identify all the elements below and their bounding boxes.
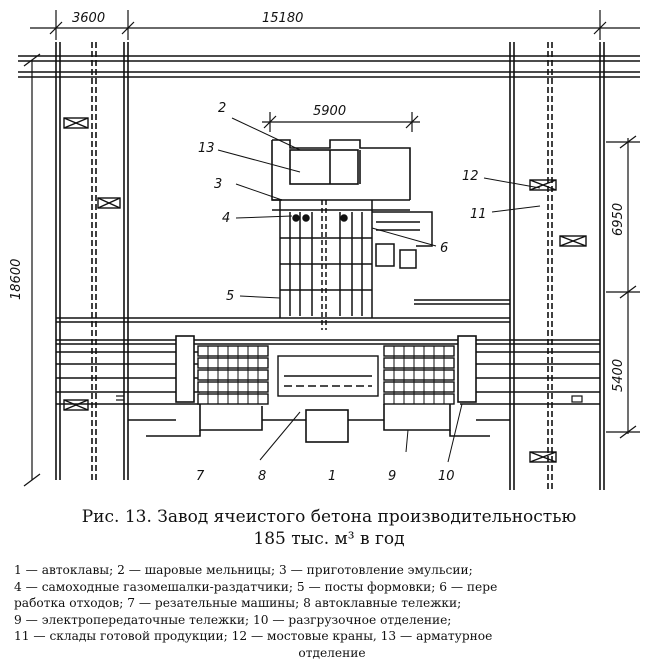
- inner-dimension-line: [262, 112, 420, 132]
- callout-9: 9: [388, 469, 396, 484]
- top-dimension-line: [30, 10, 640, 40]
- callout-11: 11: [470, 207, 487, 222]
- legend-line-5: 11 — склады готовой продукции; 12 — мост…: [14, 629, 493, 643]
- right-bay-crane-markers: [529, 179, 587, 463]
- callout-10: 10: [438, 469, 455, 484]
- autoclave-rings-left: [207, 346, 259, 404]
- legend-line-4: 9 — электропередаточные тележки; 10 — ра…: [14, 612, 452, 627]
- callout-7: 7: [196, 469, 205, 484]
- right-dimension-line: [606, 135, 640, 439]
- callout-3: 3: [214, 177, 222, 192]
- legend-line-2: 4 — самоходные газомешалки-раздатчики; 5…: [14, 579, 498, 594]
- left-bay: [55, 42, 129, 480]
- dimension-5900: 5900: [313, 104, 346, 119]
- forming-area: [279, 200, 373, 330]
- transfer-lines: [56, 299, 600, 405]
- figure-caption: Рис. 13. Завод ячеистого бетона производ…: [0, 506, 658, 550]
- transfer-carts: [175, 335, 477, 403]
- legend-line-3: работка отходов; 7 — резательные машины;…: [14, 596, 462, 610]
- callout-2: 2: [218, 101, 226, 116]
- autoclaves-left: [197, 345, 269, 405]
- dimension-5400: 5400: [611, 359, 626, 392]
- caption-line-2: 185 тыс. м³ в год: [253, 529, 405, 549]
- callout-12: 12: [462, 169, 479, 184]
- left-dimension-line: [23, 53, 41, 487]
- cutting-machines: [128, 404, 510, 443]
- dimension-6950: 6950: [611, 203, 626, 236]
- waste-processing-block: [372, 211, 433, 269]
- callout-8: 8: [258, 469, 266, 484]
- dimension-15180: 15180: [262, 11, 303, 26]
- leader-lines: [217, 117, 541, 463]
- preparation-block: [271, 139, 411, 211]
- figure-legend: 1 — автоклавы; 2 — шаровые мельницы; 3 —…: [14, 562, 650, 661]
- dimension-18600: 18600: [9, 259, 24, 300]
- callout-4: 4: [222, 211, 230, 226]
- end-markers: [116, 395, 583, 403]
- callout-5: 5: [226, 289, 234, 304]
- autoclaves-right: [383, 345, 455, 405]
- callout-13: 13: [198, 141, 215, 156]
- caption-line-1: Рис. 13. Завод ячеистого бетона производ…: [81, 507, 577, 527]
- factory-plan-drawing: 3600 15180: [9, 10, 640, 490]
- top-rails: [18, 55, 640, 78]
- callout-1: 1: [328, 469, 336, 484]
- right-bay: [509, 42, 605, 490]
- autoclave-cart-track: [277, 355, 379, 397]
- legend-line-1: 1 — автоклавы; 2 — шаровые мельницы; 3 —…: [14, 563, 473, 577]
- dimension-3600: 3600: [72, 11, 105, 26]
- autoclave-rings-right: [393, 346, 445, 404]
- left-bay-crane-markers: [63, 117, 121, 411]
- legend-line-6: отделение: [298, 645, 366, 660]
- callout-6: 6: [440, 241, 448, 256]
